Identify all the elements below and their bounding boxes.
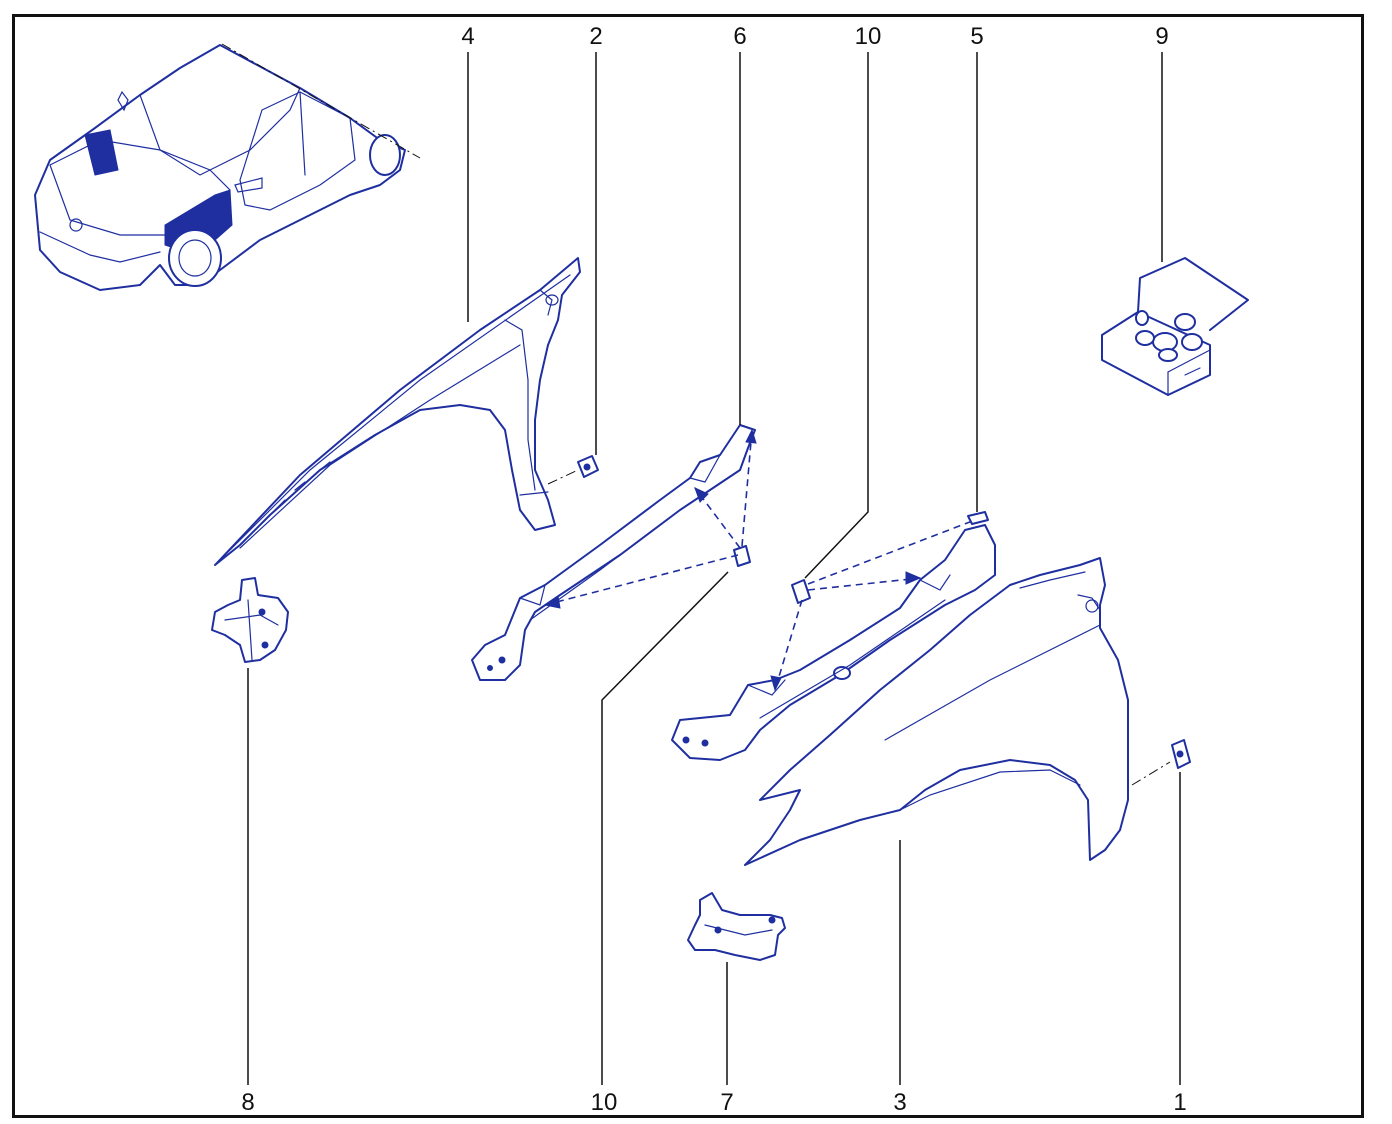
wing-bracket-right [671, 511, 996, 761]
callout-1: 1 [1173, 1089, 1186, 1116]
callout-9: 9 [1155, 23, 1168, 50]
leader-10-top [804, 52, 869, 579]
fastener-kit [1101, 257, 1249, 396]
wing-nut-left [543, 428, 757, 609]
left-front-wing [214, 257, 581, 566]
callout-numbers: 4 2 6 10 5 9 8 10 7 3 1 [241, 23, 1186, 1116]
callout-7: 7 [720, 1089, 733, 1116]
leader-lines [247, 52, 1181, 1085]
callout-8: 8 [241, 1089, 254, 1116]
lower-bracket-left [211, 577, 289, 663]
callout-10-top: 10 [855, 23, 882, 50]
callout-2: 2 [589, 23, 602, 50]
callout-5: 5 [970, 23, 983, 50]
right-front-wing [744, 557, 1129, 866]
wing-nut-right [770, 519, 976, 692]
callout-10-bottom: 10 [591, 1089, 618, 1116]
callout-3: 3 [893, 1089, 906, 1116]
wing-clip-left [547, 455, 599, 485]
car-overview [34, 43, 421, 291]
callout-4: 4 [461, 23, 474, 50]
wing-clip-right [1131, 739, 1191, 786]
lower-bracket-right [687, 892, 786, 961]
callout-6: 6 [733, 23, 746, 50]
leader-10-bottom [601, 571, 729, 1085]
